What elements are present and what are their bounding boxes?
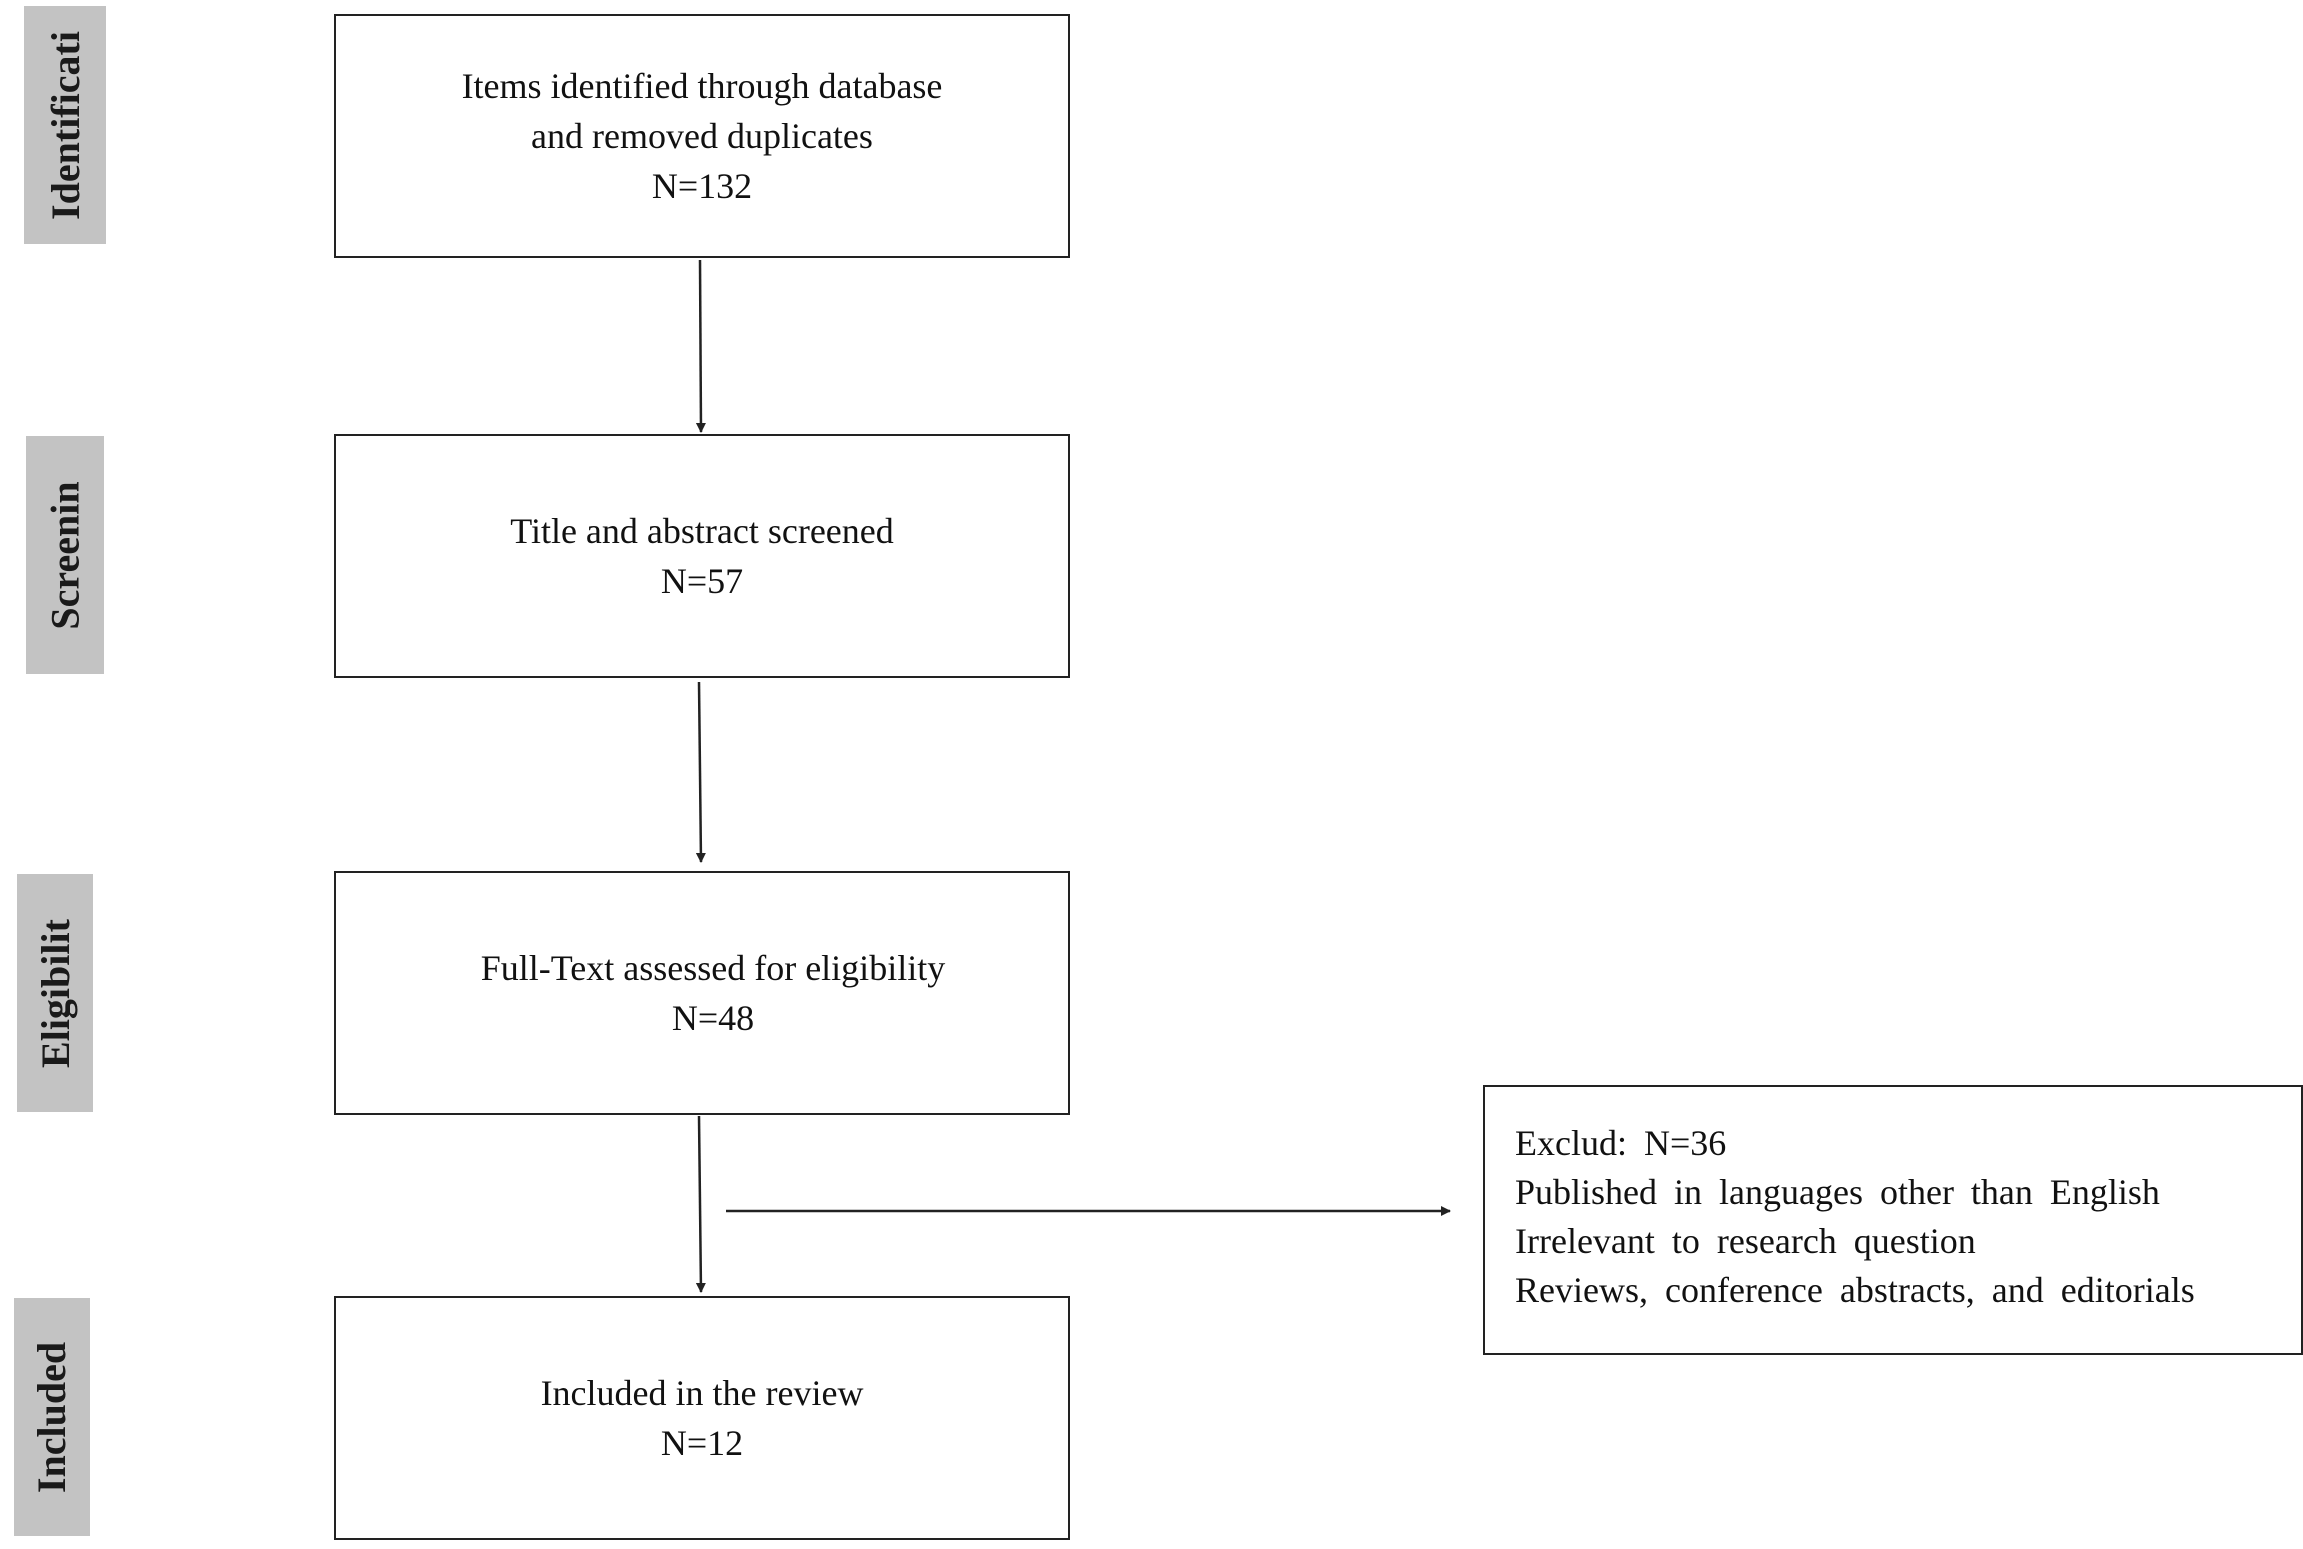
stage-label-identification: Identificati xyxy=(24,6,106,244)
included-box-count: N=12 xyxy=(660,1423,744,1463)
stage-label-included: Included xyxy=(14,1298,90,1536)
excluded-box: Exclud: N=36 Published in languages othe… xyxy=(1483,1085,2303,1355)
fulltext-box-line-1: Full-Text assessed for eligibility xyxy=(480,948,946,988)
stage-label-eligibility-text: Eligibilit xyxy=(32,918,78,1068)
included-box: Included in the review N=12 xyxy=(334,1296,1070,1540)
arrow-screened-to-fulltext xyxy=(695,681,706,863)
included-box-line-1: Included in the review xyxy=(540,1373,864,1413)
screened-box-count: N=57 xyxy=(660,561,744,601)
excluded-reason-reviews: Reviews, conference abstracts, and edito… xyxy=(1515,1270,2195,1310)
screened-box-line-1: Title and abstract screened xyxy=(510,511,894,551)
arrow-identified-to-screened xyxy=(695,259,706,433)
identified-box-line-1: Items identified through database xyxy=(461,66,943,106)
stage-label-included-text: Included xyxy=(29,1341,75,1493)
excluded-reason-language: Published in languages other than Englis… xyxy=(1515,1172,2160,1212)
fulltext-box-count: N=48 xyxy=(671,998,755,1038)
fulltext-box: Full-Text assessed for eligibility N=48 xyxy=(334,871,1070,1115)
stage-label-identification-text: Identificati xyxy=(42,30,88,220)
screened-box: Title and abstract screened N=57 xyxy=(334,434,1070,678)
stage-label-eligibility: Eligibilit xyxy=(17,874,93,1112)
excluded-reason-irrelevant: Irrelevant to research question xyxy=(1515,1221,1976,1261)
identified-box: Items identified through database and re… xyxy=(334,14,1070,258)
identified-box-line-2: and removed duplicates xyxy=(531,116,873,156)
arrow-fulltext-to-included xyxy=(695,1115,706,1293)
stage-label-screening: Screenin xyxy=(26,436,104,674)
excluded-box-count: Exclud: N=36 xyxy=(1515,1123,1727,1163)
identified-box-count: N=132 xyxy=(651,166,753,206)
stage-label-screening-text: Screenin xyxy=(42,480,88,630)
